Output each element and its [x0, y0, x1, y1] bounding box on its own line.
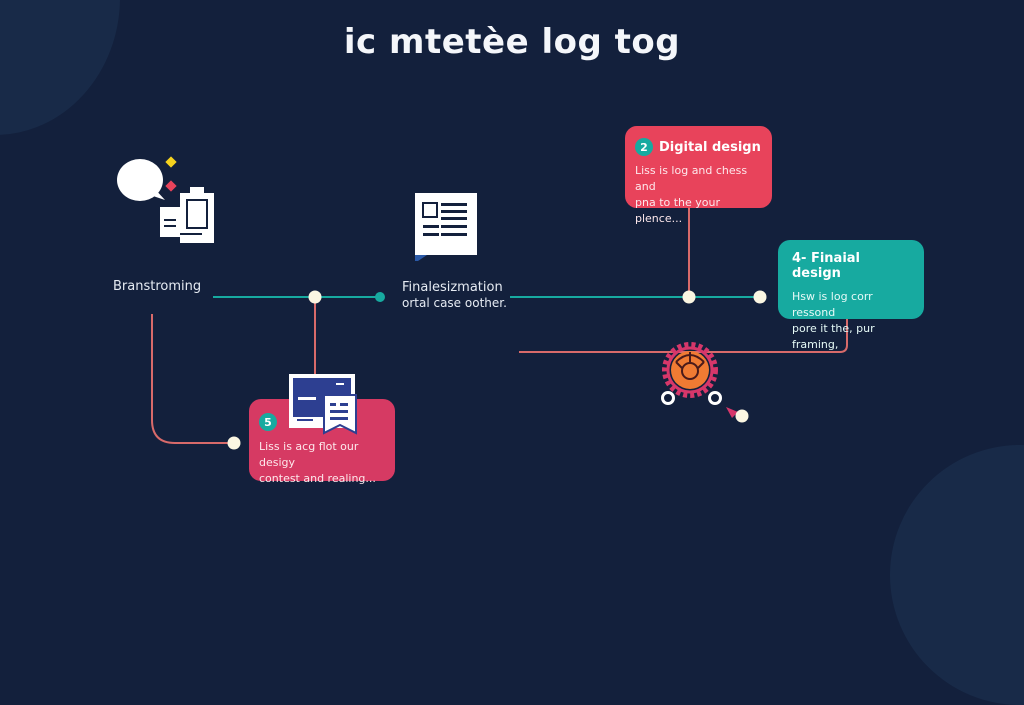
card-body-line: Liss is acg flot our desigy: [259, 440, 359, 469]
page-title: ic mtetèe log tog: [343, 22, 681, 62]
step-number-badge: 2: [635, 138, 653, 156]
timeline-node: [227, 436, 241, 450]
article-icon: [413, 191, 481, 265]
timeline-node: [308, 290, 322, 304]
card-body-line: pore it the, pur framing,: [792, 322, 875, 351]
card-title: 4- Finaial design: [792, 251, 861, 281]
step-number-badge: 5: [259, 413, 277, 431]
card-body-line: Hsw is log corr ressond: [792, 290, 873, 319]
timeline-node: [682, 290, 696, 304]
speech-bubble-icon: [115, 155, 225, 259]
stage-label-finalization: Finalesizmation: [402, 280, 503, 295]
card-body-line: Liss is log and chess and: [635, 164, 748, 193]
card-digital-design[interactable]: 2 Digital design Liss is log and chess a…: [625, 126, 772, 225]
card-final-design[interactable]: 4- Finaial design Hsw is log corr resson…: [778, 240, 924, 351]
stage-subtitle-finalization: ortal case oother.: [402, 296, 507, 310]
gear-icon: [656, 340, 756, 429]
stage-label-brainstorming: Branstroming: [113, 279, 202, 294]
card-body-line: contest and realing...: [259, 472, 376, 485]
timeline-node: [753, 290, 767, 304]
timeline-node: [375, 292, 385, 302]
browser-window-icon: [288, 373, 360, 439]
card-body-line: pna to the your plence...: [635, 196, 721, 225]
connector-lines: [151, 207, 848, 450]
card-title: Digital design: [659, 139, 761, 155]
documents-icon: [158, 185, 218, 254]
